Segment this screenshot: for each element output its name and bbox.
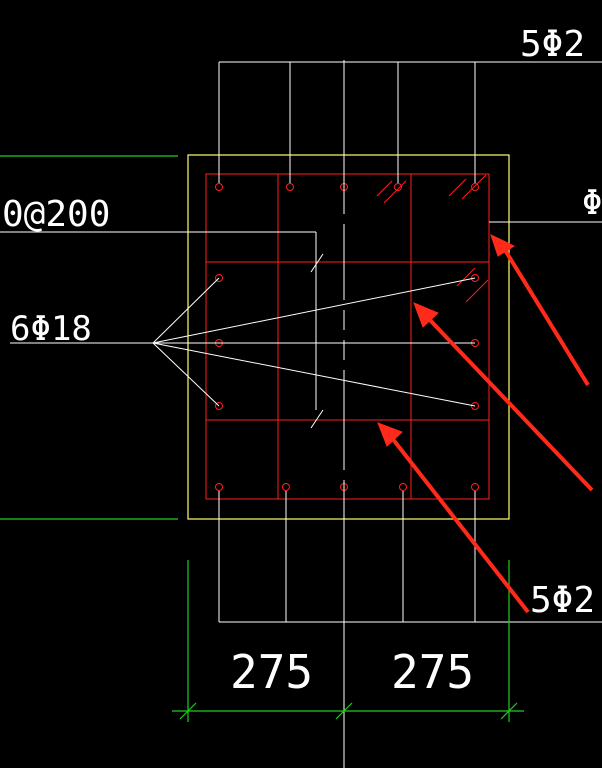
rebar [215, 402, 223, 410]
rebar [215, 274, 223, 282]
bottom-leaders [218, 491, 602, 623]
top-leaders [218, 61, 602, 183]
column-outline [187, 154, 510, 520]
rebar [286, 183, 294, 191]
bottom-rebar-label: 5Φ2 [530, 580, 595, 621]
red-arrows [377, 234, 594, 614]
right-edge-label: Φ [582, 183, 602, 223]
rebar [471, 483, 479, 491]
stirrup-leader [0, 231, 324, 429]
rebar [399, 483, 407, 491]
rebar [282, 483, 290, 491]
rebar [471, 183, 479, 191]
dimension-left-label: 275 [230, 645, 313, 699]
rebar [471, 274, 479, 282]
side-rebar-label: 6Φ18 [10, 309, 92, 349]
rebar [215, 183, 223, 191]
rebars [215, 183, 479, 491]
rebar [471, 402, 479, 410]
dimension-right-label: 275 [391, 645, 474, 699]
stirrup-spacing-label: 0@200 [2, 194, 110, 235]
stirrups [205, 173, 490, 500]
rebar [215, 483, 223, 491]
rebar [394, 183, 402, 191]
top-rebar-label: 5Φ2 [520, 24, 585, 65]
side-rebar-leader [10, 277, 476, 407]
